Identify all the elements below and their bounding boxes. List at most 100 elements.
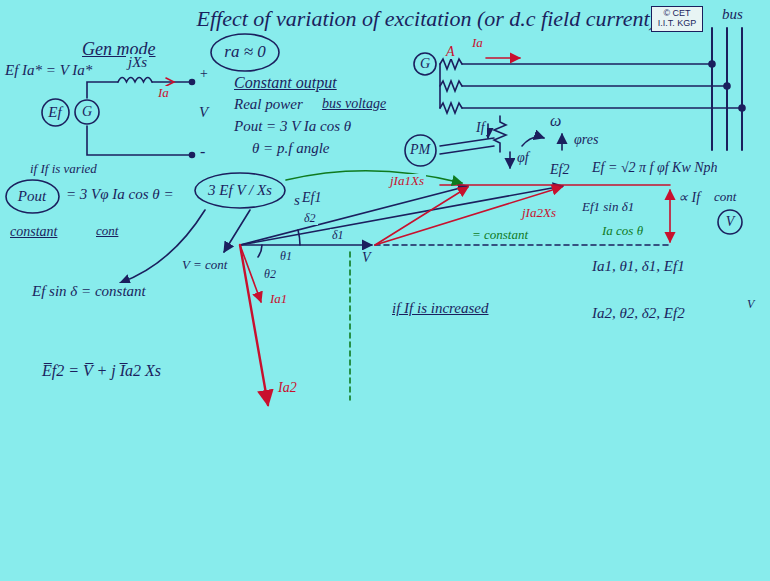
equation: Pout = 3 V Ia cos θ [232, 118, 353, 135]
emf-phasor [240, 186, 468, 245]
note: cont [712, 190, 738, 204]
field-current-arrow [487, 124, 489, 138]
stator-lead [462, 64, 742, 108]
wire [87, 126, 192, 155]
circle-outline [42, 99, 69, 126]
terminal-sign: - [198, 143, 207, 161]
field-current-label: If [474, 120, 487, 135]
reactance-drop-phasor [375, 187, 562, 245]
terminal-sign: + [197, 66, 210, 81]
angle-label: θ1 [278, 250, 294, 263]
prime-mover-circle: PM [404, 134, 437, 167]
phasor-label: jIa2Xs [520, 206, 558, 220]
note: constant [8, 224, 59, 239]
rotation-arrow [522, 137, 544, 146]
shaft [440, 138, 494, 154]
ellipse-outline [6, 180, 59, 213]
emf-phasor [240, 186, 563, 245]
phasor-diagram [120, 171, 670, 405]
node-text: ra ≈ 0 [224, 43, 265, 62]
inductor-symbol [118, 78, 152, 83]
angle-label: δ2 [302, 212, 318, 225]
reactance-label: jXs [126, 54, 149, 71]
note: Ia1, θ1, δ1, Ef1 [590, 258, 687, 275]
projection-line [349, 252, 351, 400]
phasor-label: Ef1 sin δ1 [580, 200, 636, 214]
current-label: Ia [156, 86, 171, 100]
junction-dot [709, 61, 715, 67]
note: V = cont [180, 258, 229, 272]
circle-outline [414, 53, 436, 75]
note: ∝ If [676, 190, 702, 205]
dimension-line [669, 190, 671, 242]
note: cont [94, 224, 120, 238]
node-text: Ef [48, 104, 61, 121]
node-text: G [82, 104, 92, 119]
equation: E̅f2 = V̅ + j I̅a2 Xs [40, 362, 163, 380]
node-text: © CET I.I.T. KGP [654, 9, 700, 29]
source-circle: Ef [41, 98, 70, 127]
terminal-dot [190, 153, 195, 158]
note: Constant output [232, 74, 339, 92]
current-arrow [486, 57, 520, 59]
ellipse-outline [211, 34, 279, 71]
equivalent-circuit [87, 78, 195, 158]
junction-dot [724, 83, 730, 89]
equation: = 3 Vφ Ia cos θ = [64, 186, 176, 203]
equation: Ef sin δ = constant [30, 283, 164, 300]
node-text: Pout [18, 188, 46, 205]
slide-title: Effect of variation of excitation (or d.… [185, 6, 659, 32]
speed-label: ω [548, 112, 563, 130]
field-winding [494, 116, 506, 152]
wire [87, 82, 118, 98]
current-label: Ia [470, 36, 485, 50]
phasor-label: Ia cos θ [600, 224, 645, 238]
generator-circle: G [413, 52, 437, 76]
phasor-label: jIa1Xs [388, 174, 426, 188]
reactance-drop-phasor [375, 187, 468, 245]
phasor-label: Ia2 [276, 380, 299, 395]
equation: Ef = √2 π f φf Kw Nph [590, 160, 720, 175]
equation: θ = p.f angle [250, 140, 331, 157]
voltage-phasor [240, 244, 372, 246]
circled-term: 3 Ef V / Xs [194, 172, 286, 209]
note: V [745, 298, 756, 311]
note: Ia2, θ2, δ2, Ef2 [590, 305, 687, 322]
node-text: 3 Ef V / Xs [208, 182, 272, 199]
machine-sketch [440, 28, 745, 168]
reference-line [375, 244, 670, 246]
note: if If is increased [390, 300, 491, 317]
note: Real power [232, 96, 305, 113]
phasor-label: Ia1 [268, 292, 289, 306]
terminal-dot [190, 80, 195, 85]
angle-label: δ1 [330, 229, 346, 242]
generator-circle: G [74, 99, 100, 125]
current-phasor [240, 245, 261, 302]
node-text: PM [410, 142, 430, 157]
flux-label: φres [572, 132, 600, 147]
flux-arrow [561, 134, 563, 150]
stator-winding [440, 59, 462, 113]
angle-arc [298, 230, 300, 245]
ellipse-outline [195, 173, 285, 208]
circle-outline [405, 135, 436, 166]
circle-outline [75, 100, 99, 124]
bus-bar [712, 28, 742, 150]
note: if If is varied [28, 162, 99, 176]
voltage-label: V [197, 104, 210, 121]
junction-dot [739, 105, 745, 111]
circled-note: ra ≈ 0 [210, 33, 280, 72]
current-arrow [166, 78, 174, 86]
locus-line [440, 184, 670, 186]
node-text: G [420, 56, 430, 71]
angle-label: θ2 [262, 268, 278, 281]
circled-term: Pout [5, 179, 60, 214]
bus-label: bus [720, 6, 745, 23]
phasor-label: V [360, 250, 373, 265]
angle-arc [258, 245, 262, 257]
note: bus voltage [320, 96, 388, 111]
logo-box: © CET I.I.T. KGP [651, 6, 703, 32]
leader-line [224, 210, 250, 252]
leader-line [286, 171, 462, 183]
circle-outline [718, 210, 742, 234]
